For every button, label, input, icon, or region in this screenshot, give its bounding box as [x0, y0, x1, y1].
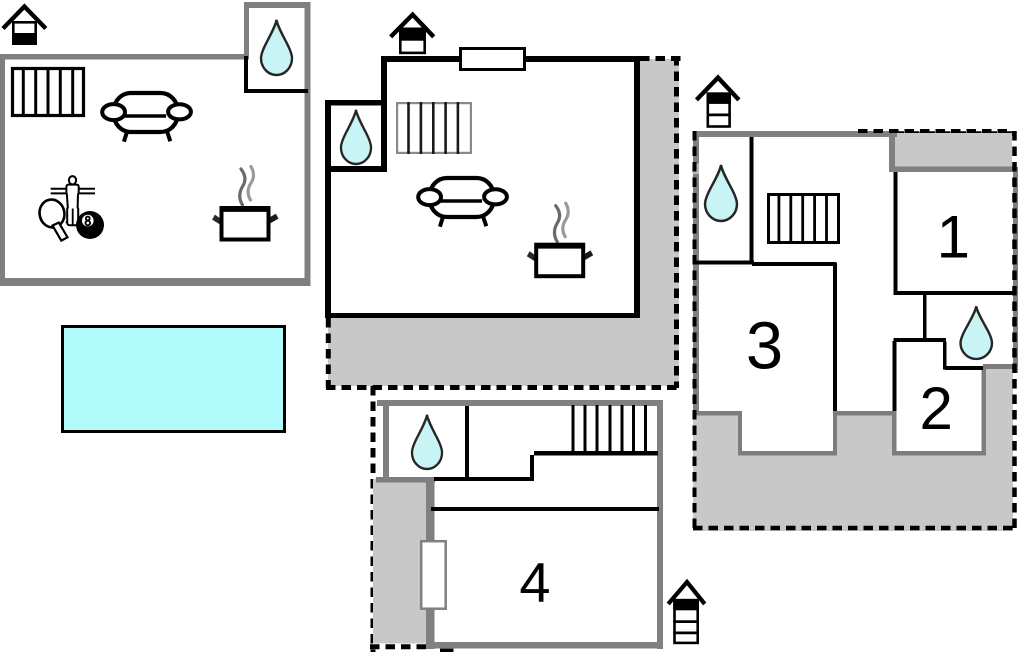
svg-text:4: 4 — [519, 551, 550, 614]
svg-text:3: 3 — [746, 309, 783, 384]
svg-text:2: 2 — [920, 375, 953, 442]
svg-text:1: 1 — [937, 204, 970, 271]
